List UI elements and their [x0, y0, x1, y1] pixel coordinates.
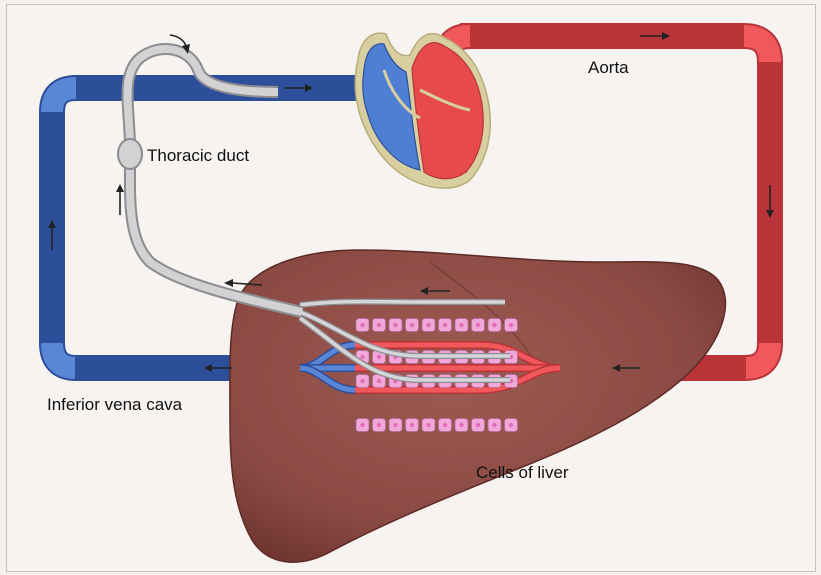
- liver-cell-nucleus: [426, 423, 430, 427]
- liver-cell-nucleus: [476, 323, 480, 327]
- liver-cell-nucleus: [509, 423, 513, 427]
- label-cells-of-liver: Cells of liver: [476, 463, 569, 483]
- liver-cell-nucleus: [410, 423, 414, 427]
- liver-cell-nucleus: [393, 423, 397, 427]
- liver-cell-nucleus: [492, 323, 496, 327]
- liver-cell-nucleus: [492, 423, 496, 427]
- label-inferior-vena-cava: Inferior vena cava: [47, 395, 182, 415]
- label-aorta: Aorta: [588, 58, 629, 78]
- liver-cell-nucleus: [476, 423, 480, 427]
- liver-cell-nucleus: [360, 323, 364, 327]
- label-thoracic-duct: Thoracic duct: [147, 146, 249, 166]
- liver-cell-nucleus: [360, 379, 364, 383]
- liver-cell-nucleus: [360, 423, 364, 427]
- liver-cell-nucleus: [377, 355, 381, 359]
- liver: [230, 250, 726, 562]
- liver-cell-nucleus: [410, 323, 414, 327]
- liver-cell-nucleus: [377, 423, 381, 427]
- liver-cell-nucleus: [443, 423, 447, 427]
- liver-cell-nucleus: [377, 379, 381, 383]
- liver-cell-nucleus: [459, 423, 463, 427]
- liver-cell-nucleus: [443, 323, 447, 327]
- liver-cell-nucleus: [360, 355, 364, 359]
- liver-cell-nucleus: [509, 323, 513, 327]
- thoracic-duct-node: [118, 139, 142, 169]
- heart: [355, 33, 490, 188]
- liver-cell-nucleus: [377, 323, 381, 327]
- liver-cell-nucleus: [426, 323, 430, 327]
- liver-cell-nucleus: [459, 323, 463, 327]
- liver-cell-nucleus: [393, 323, 397, 327]
